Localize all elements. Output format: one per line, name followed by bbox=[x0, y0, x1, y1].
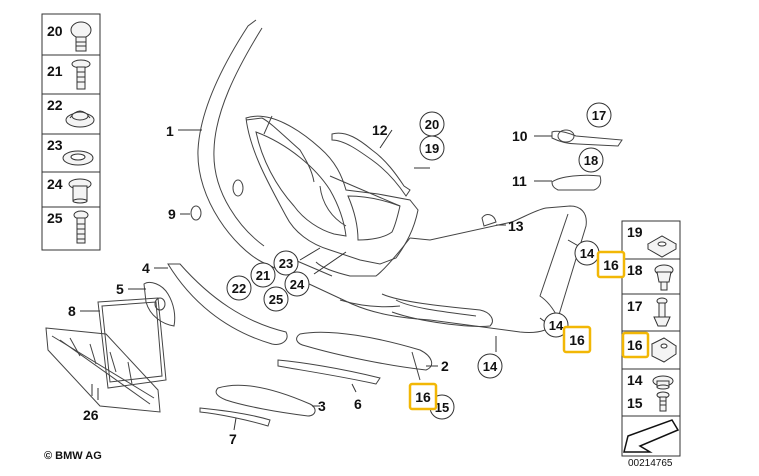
callout-6: 6 bbox=[354, 396, 362, 412]
left-panel-label: 25 bbox=[47, 210, 63, 226]
right-panel-label: 17 bbox=[627, 298, 643, 314]
lower-trim-strip bbox=[277, 359, 381, 385]
upper-trim-strip bbox=[331, 132, 411, 197]
left-panel-label: 23 bbox=[47, 137, 63, 153]
diagram-number: 00214765 bbox=[628, 458, 673, 469]
hex-bolt-icon bbox=[656, 391, 670, 412]
left-small-trim bbox=[143, 281, 176, 327]
left-panel-labels: 20 21 22 23 24 25 bbox=[47, 23, 63, 226]
right-panel-label: 18 bbox=[627, 262, 643, 278]
left-hardware-panel bbox=[41, 13, 101, 251]
left-panel-label: 24 bbox=[47, 176, 63, 192]
highlighted-callout-16: 16 bbox=[596, 250, 626, 279]
callout-labels: 1 2 3 4 5 6 7 8 9 10 11 12 13 26 bbox=[68, 122, 528, 447]
tow-hook-cap bbox=[190, 205, 202, 221]
grommet-ring-icon bbox=[62, 150, 94, 166]
callout-3: 3 bbox=[318, 398, 326, 414]
callout-8: 8 bbox=[68, 303, 76, 319]
callout-1: 1 bbox=[166, 123, 174, 139]
small-clip bbox=[481, 214, 497, 227]
collar-screw-icon bbox=[654, 264, 674, 291]
left-panel-label: 21 bbox=[47, 63, 63, 79]
expanding-rivet-icon bbox=[71, 59, 91, 90]
callout-16: 16 bbox=[603, 257, 619, 273]
callout-4: 4 bbox=[142, 260, 150, 276]
lower-mesh-grille bbox=[167, 263, 288, 345]
bumper-line-art bbox=[45, 19, 623, 431]
callout-18: 18 bbox=[584, 153, 598, 168]
callout-14: 14 bbox=[483, 359, 498, 374]
callout-11: 11 bbox=[512, 173, 527, 189]
callout-14: 14 bbox=[580, 246, 595, 261]
flange-nut-icon bbox=[652, 375, 674, 390]
callout-16: 16 bbox=[569, 332, 585, 348]
front-direction-arrow-icon bbox=[623, 419, 680, 453]
left-fog-grille bbox=[215, 384, 316, 417]
torx-screw-icon bbox=[70, 21, 92, 52]
square-nut-icon bbox=[646, 235, 678, 258]
callout-26: 26 bbox=[83, 407, 99, 423]
copyright-text: © BMW AG bbox=[44, 450, 102, 462]
callout-7: 7 bbox=[229, 431, 237, 447]
callout-21: 21 bbox=[256, 268, 270, 283]
callout-19: 19 bbox=[425, 141, 439, 156]
clip-screw-icon bbox=[653, 297, 671, 327]
callout-5: 5 bbox=[116, 281, 124, 297]
bolt-icon bbox=[73, 210, 89, 244]
highlighted-callout-16: 16 bbox=[408, 382, 438, 411]
callout-9: 9 bbox=[168, 206, 176, 222]
highlighted-callout-16: 16 bbox=[562, 325, 592, 354]
left-panel-label: 22 bbox=[47, 97, 63, 113]
license-plate-bracket bbox=[45, 327, 161, 413]
callout-13: 13 bbox=[508, 218, 524, 234]
callout-16: 16 bbox=[415, 389, 431, 405]
right-panel-highlight-16: 16 bbox=[621, 331, 650, 359]
circled-callout-labels: 20 19 17 18 21 23 22 24 25 14 14 14 15 bbox=[232, 108, 606, 415]
right-panel-label: 14 bbox=[627, 372, 643, 388]
rubber-plug-icon bbox=[65, 110, 95, 128]
right-fog-grille bbox=[296, 331, 433, 381]
bumper-cover bbox=[197, 19, 587, 333]
center-grille-frame bbox=[245, 115, 419, 265]
bottom-trim-strip bbox=[199, 407, 271, 427]
callout-22: 22 bbox=[232, 281, 246, 296]
callout-20: 20 bbox=[425, 117, 439, 132]
clip-nut-icon bbox=[651, 337, 677, 363]
right-panel-labels: 19 18 17 14 15 bbox=[627, 224, 643, 411]
leader-lines bbox=[80, 129, 583, 431]
callout-25: 25 bbox=[269, 292, 283, 307]
right-panel-label: 16 bbox=[627, 337, 643, 353]
right-panel-label: 19 bbox=[627, 224, 643, 240]
callout-17: 17 bbox=[592, 108, 606, 123]
left-panel-label: 20 bbox=[47, 23, 63, 39]
callout-12: 12 bbox=[372, 122, 388, 138]
callout-23: 23 bbox=[279, 256, 293, 271]
right-panel-label: 15 bbox=[627, 395, 643, 411]
callout-10: 10 bbox=[512, 128, 528, 144]
spreader-nut-icon bbox=[68, 178, 92, 204]
callout-14: 14 bbox=[549, 318, 564, 333]
callout-15: 15 bbox=[435, 400, 449, 415]
license-plate-holder bbox=[97, 297, 167, 389]
callout-24: 24 bbox=[290, 277, 305, 292]
side-bracket bbox=[551, 174, 602, 191]
callout-2: 2 bbox=[441, 358, 449, 374]
fog-lamp-bracket bbox=[551, 129, 623, 147]
circled-callouts bbox=[226, 102, 612, 420]
